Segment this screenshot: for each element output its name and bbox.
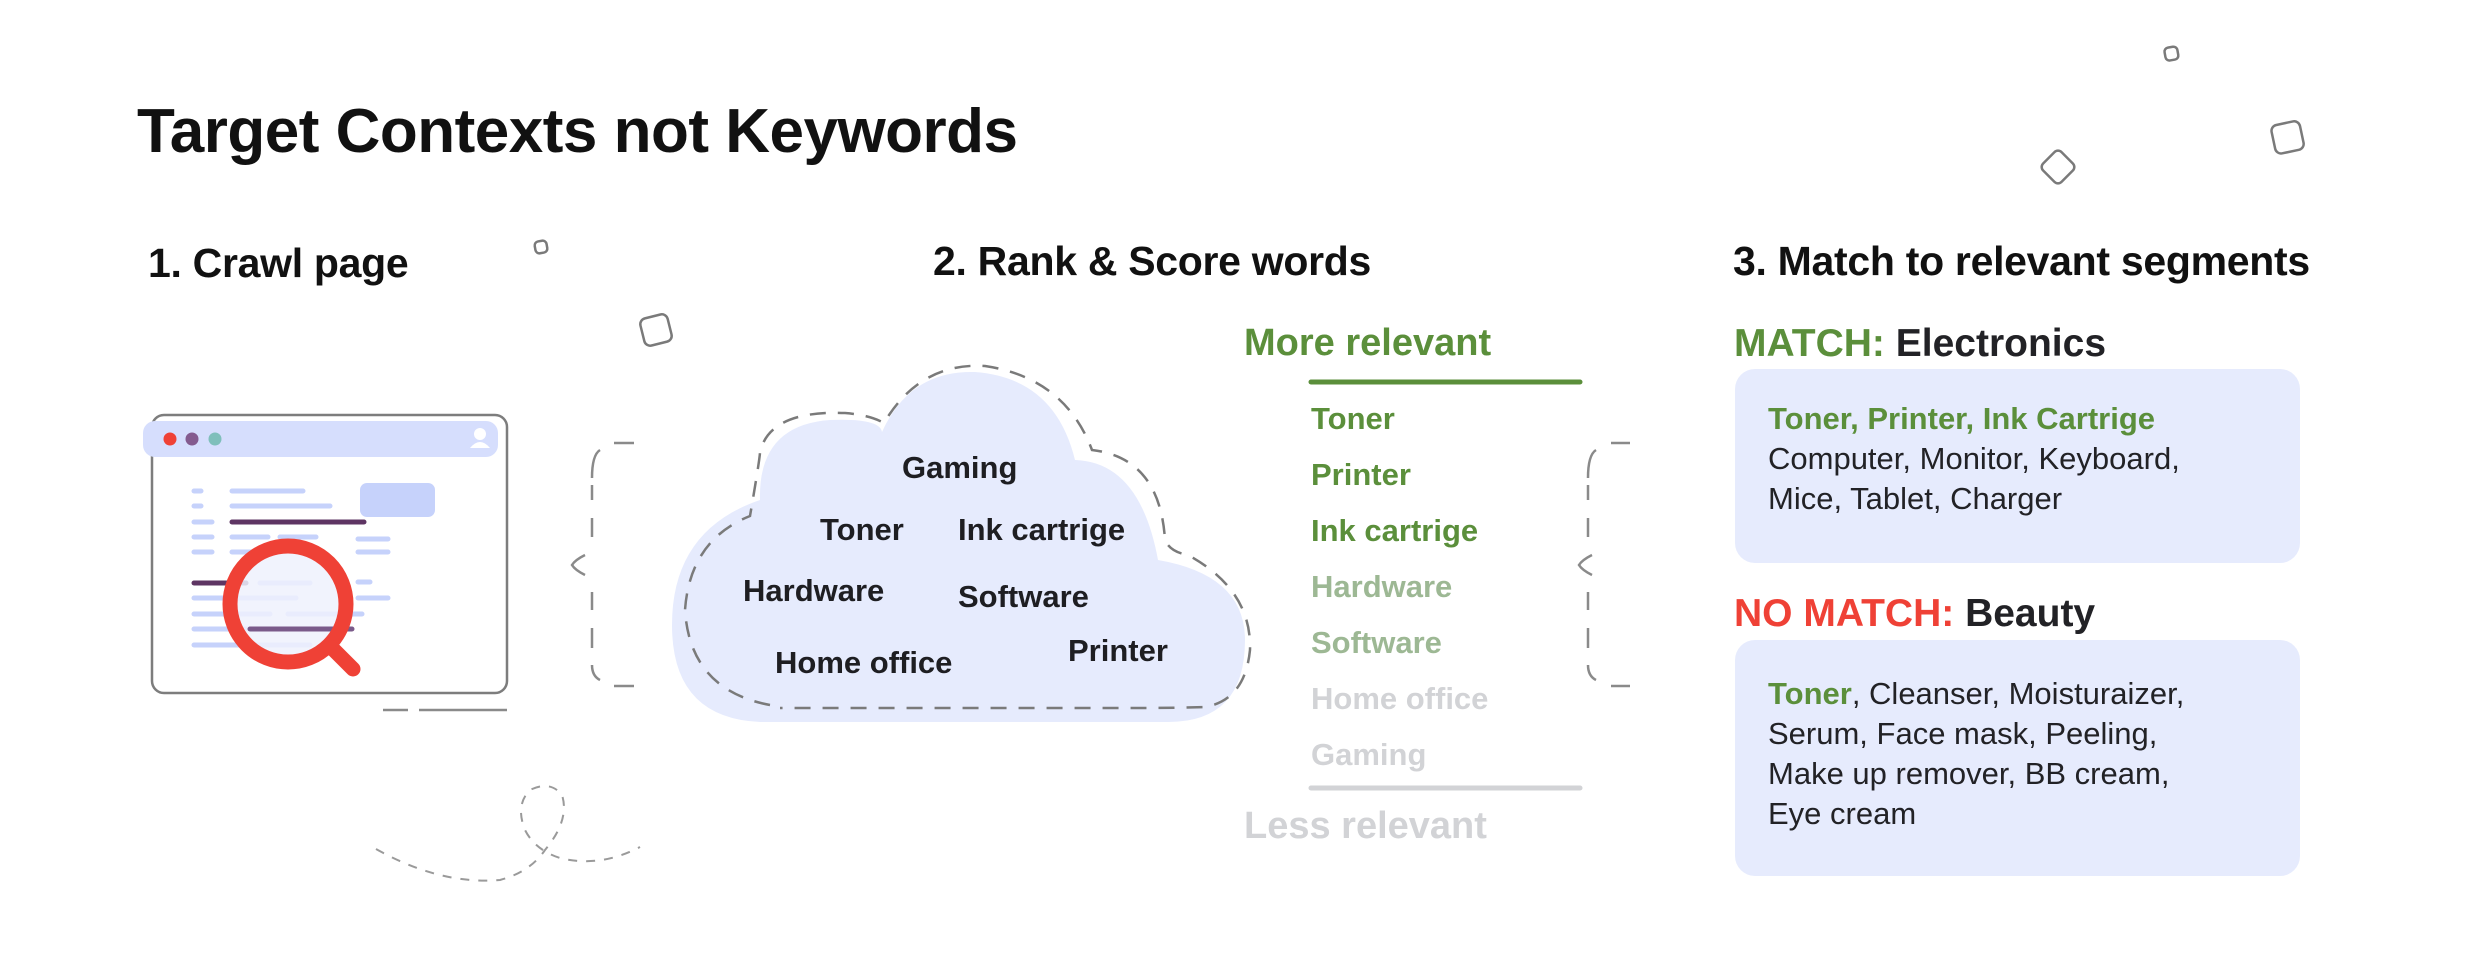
decor-shape bbox=[2270, 120, 2305, 155]
magnifier-icon bbox=[222, 538, 361, 677]
ranking-bottom-label: Less relevant bbox=[1244, 805, 1487, 847]
ranking-item: Toner bbox=[1311, 401, 1395, 436]
cloud-word: Hardware bbox=[743, 573, 885, 608]
cloud-word: Ink cartrige bbox=[958, 512, 1126, 547]
cloud-word: Software bbox=[958, 579, 1089, 614]
segment-terms-line: Computer, Monitor, Keyboard, bbox=[1768, 441, 2180, 476]
content-image-block bbox=[360, 483, 435, 517]
step-heading-rank: 2. Rank & Score words bbox=[933, 238, 1372, 284]
decor-shape bbox=[533, 239, 549, 255]
segment-name: Electronics bbox=[1895, 322, 2107, 365]
browser-title-bar bbox=[143, 421, 498, 457]
cloud-word: Gaming bbox=[902, 450, 1018, 485]
cloud-word: Toner bbox=[820, 512, 904, 547]
decor-shape bbox=[2040, 149, 2076, 185]
ranking-top-label: More relevant bbox=[1244, 322, 1492, 364]
step-heading-match: 3. Match to relevant segments bbox=[1733, 238, 2310, 284]
window-dot-red bbox=[163, 432, 177, 446]
segment-terms-line: , Cleanser, Moisturaizer, bbox=[1851, 676, 2185, 711]
page-title: Target Contexts not Keywords bbox=[137, 97, 1018, 166]
cloud-word: Printer bbox=[1068, 633, 1168, 668]
browser-window-illustration bbox=[143, 413, 509, 712]
segment-heading-no-match: NO MATCH: Beauty bbox=[1734, 592, 2095, 636]
segment-name: Beauty bbox=[1965, 592, 2096, 635]
segment-panel-no-match: Toner, Cleanser, Moisturaizer, Serum, Fa… bbox=[1735, 640, 2300, 876]
brace-left bbox=[570, 441, 634, 688]
matched-terms: Toner bbox=[1768, 676, 1852, 711]
ranking-item: Software bbox=[1311, 625, 1442, 660]
ranking-item: Gaming bbox=[1311, 737, 1427, 772]
ranking-item: Home office bbox=[1311, 681, 1489, 716]
segment-heading-match: MATCH: Electronics bbox=[1734, 322, 2106, 366]
window-dot-purple bbox=[185, 432, 199, 446]
segment-terms-line: Make up remover, BB cream, bbox=[1768, 756, 2170, 791]
decor-shape bbox=[639, 313, 673, 347]
segment-terms-line: Mice, Tablet, Charger bbox=[1768, 481, 2063, 516]
step-heading-crawl: 1. Crawl page bbox=[148, 240, 409, 286]
ranking-item: Ink cartrige bbox=[1311, 513, 1479, 548]
ranking-item: Hardware bbox=[1311, 569, 1453, 604]
decor-dashed-loop bbox=[375, 785, 641, 882]
segment-terms-line: Serum, Face mask, Peeling, bbox=[1768, 716, 2158, 751]
segment-status: NO MATCH: bbox=[1734, 592, 1955, 635]
user-icon bbox=[470, 428, 490, 448]
brace-right bbox=[1577, 441, 1630, 688]
segment-panel-match: Toner, Printer, Ink Cartrige Computer, M… bbox=[1735, 369, 2300, 563]
ranking-item: Printer bbox=[1311, 457, 1411, 492]
matched-terms: Toner, Printer, Ink Cartrige bbox=[1768, 401, 2156, 436]
segment-terms-line: Eye cream bbox=[1768, 796, 1917, 831]
decor-shape bbox=[2163, 45, 2180, 62]
word-cloud-shape bbox=[672, 364, 1252, 722]
cloud-word: Home office bbox=[775, 645, 953, 680]
window-dot-teal bbox=[208, 432, 222, 446]
segment-status: MATCH: bbox=[1734, 322, 1885, 365]
